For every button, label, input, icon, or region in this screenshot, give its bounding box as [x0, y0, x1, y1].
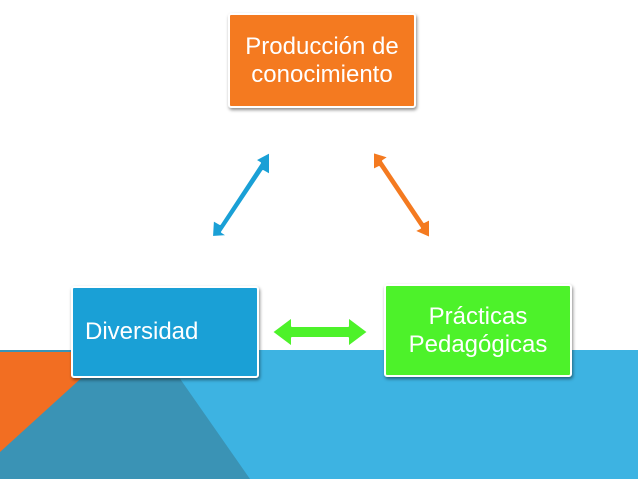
node-practicas-pedagogicas: Prácticas Pedagógicas [384, 284, 572, 377]
node-diversidad-label: Diversidad [85, 318, 199, 345]
node-produccion-conocimiento: Producción de conocimiento [228, 13, 416, 108]
node-practicas-label: Prácticas Pedagógicas [408, 302, 548, 358]
node-produccion-label: Producción de conocimiento [245, 32, 399, 88]
node-diversidad: Diversidad [71, 286, 259, 378]
